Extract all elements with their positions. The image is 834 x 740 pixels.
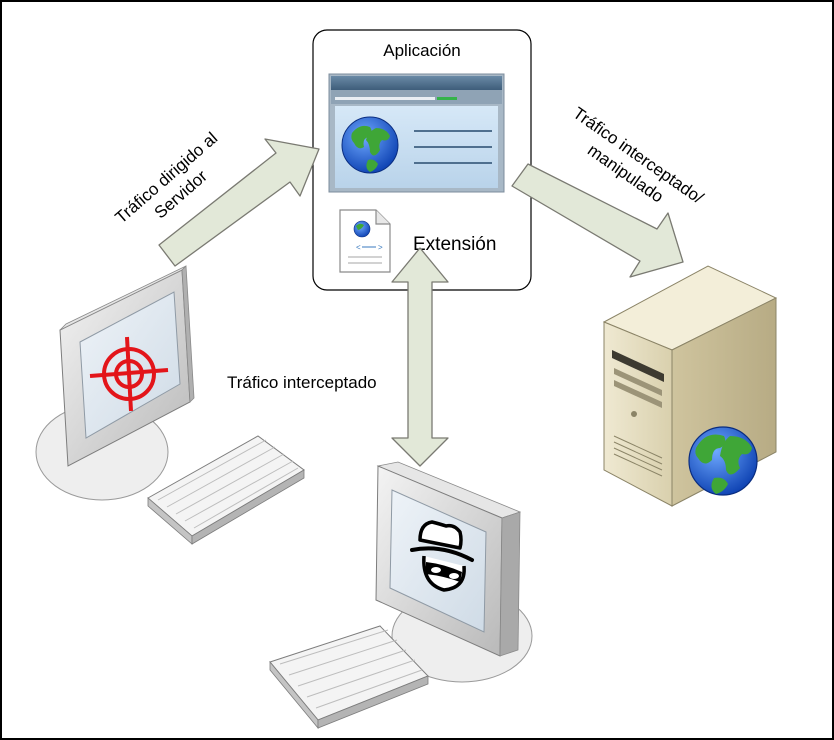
label-traffic-intercepted: Tráfico interceptado	[227, 373, 377, 392]
keyboard-icon	[269, 625, 429, 730]
globe-icon	[341, 116, 399, 174]
arrow-to-real-server	[511, 163, 684, 278]
web-file-icon: < >	[339, 209, 391, 273]
spy-icon	[410, 520, 474, 592]
extension-label: Extensión	[413, 234, 496, 255]
arrow-intercepted-double	[391, 247, 449, 467]
application-title: Aplicación	[383, 41, 461, 60]
application-box: Aplicación <	[312, 29, 532, 291]
svg-text:>: >	[378, 243, 383, 252]
svg-text:<: <	[356, 243, 361, 252]
target-icon	[89, 336, 169, 412]
arrow-to-server	[158, 138, 320, 267]
victim-computer	[35, 265, 195, 501]
app-window-icon	[328, 73, 505, 193]
globe-icon	[688, 426, 758, 496]
server-icon	[602, 265, 778, 507]
attacker-computer	[375, 461, 533, 683]
keyboard-icon	[147, 435, 305, 545]
